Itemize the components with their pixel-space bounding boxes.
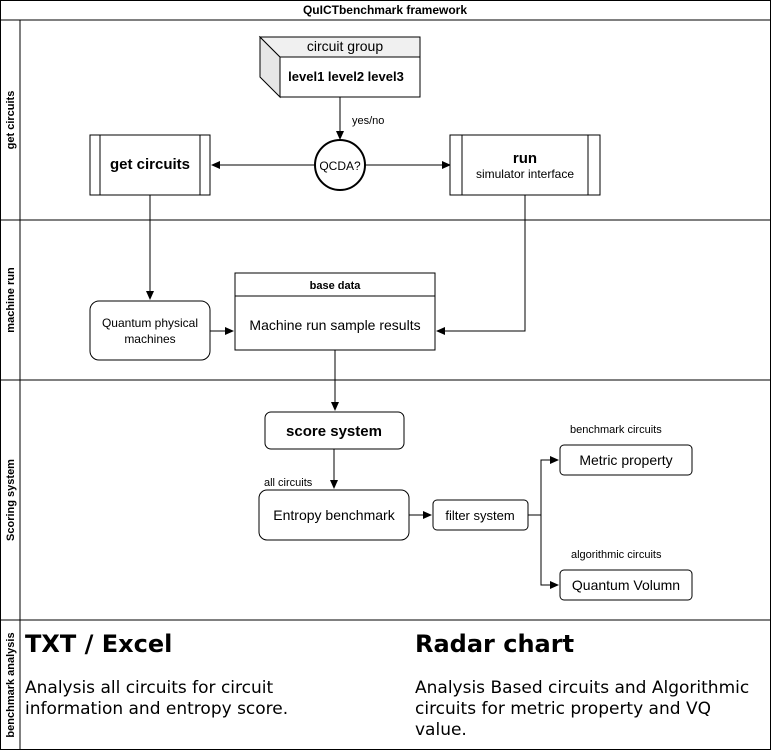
entropy-benchmark-label: Entropy benchmark [273, 507, 395, 523]
quantum-volumn-label: Quantum Volumn [572, 577, 680, 593]
analysis-left-text: Analysis all circuits for circuit inform… [25, 678, 289, 719]
analysis-right-text: Analysis Based circuits and Algorithmic … [415, 678, 750, 740]
circuit-group-box[interactable]: circuit group level1 level2 level3 [258, 35, 421, 99]
base-data-body: Machine run sample results [249, 317, 420, 333]
algorithmic-circuits-label: algorithmic circuits [571, 549, 662, 561]
lane-label-scoring-system: Scoring system [5, 459, 17, 541]
qcda-decision[interactable]: QCDA? [314, 139, 366, 191]
edge-filter-to-metric [540, 456, 559, 515]
lane-label-get-circuits: get circuits [5, 91, 17, 150]
run-title: run [513, 150, 537, 167]
quantum-volumn-box[interactable]: Quantum Volumn [559, 569, 693, 601]
analysis-right-heading: Radar chart [415, 630, 575, 658]
score-system-label: score system [286, 423, 382, 440]
filter-system-label: filter system [445, 508, 514, 523]
entropy-benchmark-box[interactable]: Entropy benchmark [258, 489, 410, 541]
edge-run-to-base-data [436, 195, 526, 335]
edge-label-yes-no: yes/no [352, 115, 384, 127]
all-circuits-label: all circuits [264, 477, 313, 489]
analysis-left-heading: TXT / Excel [25, 630, 173, 658]
circuit-group-levels: level1 level2 level3 [288, 69, 404, 84]
quantum-machines-line1: Quantum physical [102, 316, 198, 330]
benchmark-circuits-label: benchmark circuits [570, 424, 662, 436]
get-circuits-label: get circuits [110, 156, 190, 173]
metric-property-box[interactable]: Metric property [559, 444, 693, 476]
quantum-machines-box[interactable]: Quantum physical machines [89, 300, 211, 361]
metric-property-label: Metric property [579, 452, 672, 468]
get-circuits-box[interactable]: get circuits [89, 134, 211, 196]
run-box[interactable]: run simulator interface [449, 134, 601, 196]
base-data-header: base data [310, 280, 362, 292]
quantum-machines-line2: machines [124, 332, 175, 346]
diagram-title: QuICTbenchmark framework [303, 3, 467, 17]
run-subtitle: simulator interface [476, 167, 574, 181]
base-data-box[interactable]: base data Machine run sample results [234, 272, 436, 351]
filter-system-box[interactable]: filter system [432, 499, 529, 531]
edge-filter-to-quantum-volumn [540, 515, 559, 589]
qcda-label: QCDA? [319, 159, 361, 173]
lane-label-benchmark-analysis: benchmark analysis [5, 632, 17, 737]
score-system-box[interactable]: score system [264, 411, 405, 450]
lane-label-machine-run: machine run [5, 267, 17, 333]
circuit-group-label: circuit group [307, 38, 383, 54]
